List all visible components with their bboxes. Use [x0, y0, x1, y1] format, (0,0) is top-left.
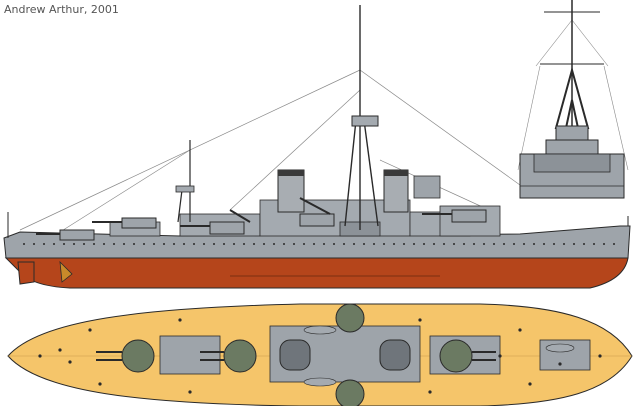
porthole: [473, 243, 475, 245]
porthole: [93, 243, 95, 245]
porthole: [423, 243, 425, 245]
porthole: [603, 243, 605, 245]
deck-fittings: [38, 318, 602, 394]
deck-funnel-fore: [279, 339, 311, 371]
porthole: [303, 243, 305, 245]
deck-funnel-aft: [379, 339, 411, 371]
porthole: [543, 243, 545, 245]
porthole: [433, 243, 435, 245]
porthole: [143, 243, 145, 245]
deck-fitting: [88, 328, 92, 332]
porthole: [583, 243, 585, 245]
deck-fitting: [58, 348, 62, 352]
porthole: [183, 243, 185, 245]
porthole: [233, 243, 235, 245]
porthole: [173, 243, 175, 245]
porthole: [63, 243, 65, 245]
funnel-aft: [383, 169, 409, 213]
porthole: [53, 243, 55, 245]
bow-view: [517, 0, 629, 199]
lower-hull-red: [4, 257, 629, 289]
porthole: [293, 243, 295, 245]
deck-fitting: [598, 354, 602, 358]
porthole: [383, 243, 385, 245]
deck-fitting: [68, 360, 72, 364]
porthole: [463, 243, 465, 245]
porthole: [453, 243, 455, 245]
porthole: [203, 243, 205, 245]
spotting-top: [351, 115, 379, 127]
porthole: [333, 243, 335, 245]
porthole: [153, 243, 155, 245]
porthole: [343, 243, 345, 245]
deck-fitting: [518, 328, 522, 332]
profile-gun-barrels: [36, 197, 452, 235]
porthole: [483, 243, 485, 245]
rudder: [17, 261, 35, 285]
deck-fitting: [178, 318, 182, 322]
deck-fitting: [188, 390, 192, 394]
porthole: [213, 243, 215, 245]
porthole: [563, 243, 565, 245]
deck-fitting: [498, 354, 502, 358]
deck-plan-view: [7, 303, 633, 406]
porthole: [613, 243, 615, 245]
porthole: [73, 243, 75, 245]
porthole: [223, 243, 225, 245]
deck-fitting: [418, 318, 422, 322]
artist-credit: Andrew Arthur, 2001: [4, 3, 119, 16]
deck-fitting: [558, 362, 562, 366]
porthole: [373, 243, 375, 245]
porthole: [593, 243, 595, 245]
porthole: [393, 243, 395, 245]
porthole: [323, 243, 325, 245]
portholes: [23, 243, 615, 245]
porthole: [403, 243, 405, 245]
porthole: [253, 243, 255, 245]
deck-fitting: [428, 390, 432, 394]
porthole: [553, 243, 555, 245]
porthole: [283, 243, 285, 245]
porthole: [353, 243, 355, 245]
deck-fitting: [98, 382, 102, 386]
porthole: [113, 243, 115, 245]
porthole: [123, 243, 125, 245]
porthole: [273, 243, 275, 245]
deck-fitting: [528, 382, 532, 386]
superstructure: [109, 199, 501, 237]
side-profile-view: [3, 5, 631, 289]
porthole: [413, 243, 415, 245]
fore-mast: [177, 140, 191, 223]
porthole: [263, 243, 265, 245]
porthole: [573, 243, 575, 245]
funnel-fore: [277, 169, 305, 213]
porthole: [503, 243, 505, 245]
deck-fitting: [38, 354, 42, 358]
porthole: [103, 243, 105, 245]
porthole: [83, 243, 85, 245]
porthole: [23, 243, 25, 245]
porthole: [493, 243, 495, 245]
porthole: [133, 243, 135, 245]
deck-boats: [303, 325, 575, 387]
porthole: [193, 243, 195, 245]
porthole: [363, 243, 365, 245]
porthole: [523, 243, 525, 245]
porthole: [33, 243, 35, 245]
porthole: [313, 243, 315, 245]
porthole: [243, 243, 245, 245]
porthole: [163, 243, 165, 245]
porthole: [443, 243, 445, 245]
porthole: [43, 243, 45, 245]
porthole: [513, 243, 515, 245]
deck-gun-barrels: [96, 351, 496, 361]
porthole: [533, 243, 535, 245]
propeller: [59, 260, 73, 283]
deck-turrets: [121, 303, 473, 406]
